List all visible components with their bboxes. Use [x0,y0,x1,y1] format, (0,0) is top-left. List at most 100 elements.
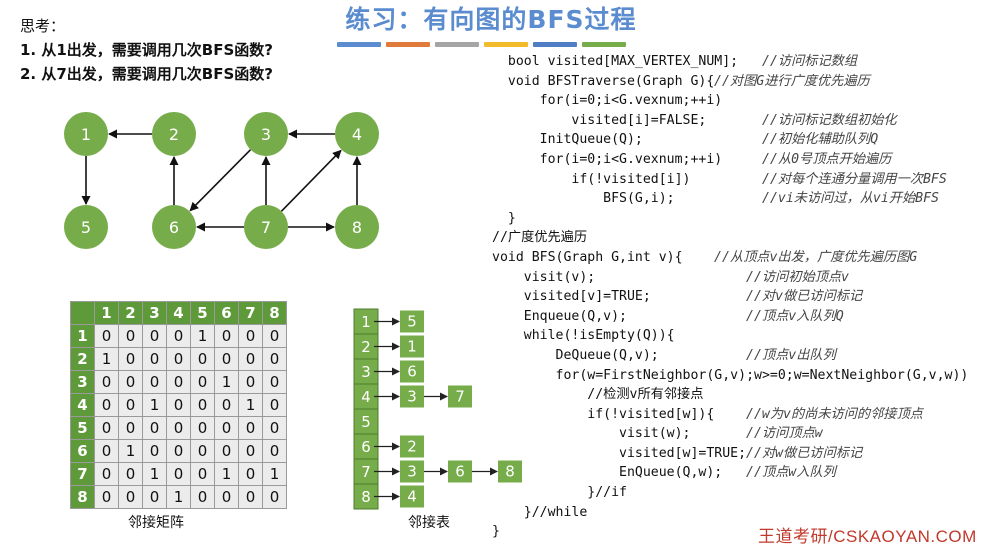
code-text: } [492,524,500,540]
neighbor-label: 7 [455,388,465,406]
adjlist-neighbor: 6 [400,360,424,383]
graph-node-5: 5 [64,205,108,249]
question-2: 2. 从7出发，需要调用几次BFS函数? [20,65,273,83]
color-bar-segment [435,42,479,47]
neighbor-box [448,385,472,408]
code-line: visited[i]=FALSE; //访问标记数组初始化 [492,111,968,131]
node-circle [244,205,288,249]
matrix-cell: 0 [214,393,239,417]
code-text: DeQueue(Q,v); [492,347,659,363]
code-text: visit(w); [492,426,691,442]
code-text: if(!visited[i]) [492,171,691,187]
matrix-cell: 0 [166,416,191,440]
adjlist-caption: 邻接表 [408,515,450,531]
color-bar-segment [337,42,381,47]
code-line: for(i=0;i<G.vexnum;++i) //从0号顶点开始遍历 [492,150,968,170]
matrix-cell: 0 [214,347,239,371]
vertex-label: 2 [361,338,371,356]
node-circle [64,205,108,249]
matrix-cell: 1 [190,324,215,348]
neighbor-box [400,435,424,458]
matrix-cell: 0 [166,439,191,463]
matrix-col-header: 5 [190,301,215,325]
code-block: bool visited[MAX_VERTEX_NUM];//访问标记数组 vo… [492,52,968,542]
matrix-cell: 0 [166,393,191,417]
code-comment: //从0号顶点开始遍历 [762,151,892,167]
matrix-cell: 0 [142,324,167,348]
matrix-cell: 1 [214,462,239,486]
code-text: visited[i]=FALSE; [492,112,707,128]
code-text: for(i=0;i<G.vexnum;++i) [492,151,723,167]
matrix-cell: 0 [238,347,263,371]
matrix-col-header: 2 [118,301,143,325]
graph-node-7: 7 [244,205,288,249]
code-text: visit(v); [492,269,596,285]
matrix-col-header: 8 [262,301,287,325]
matrix-cell: 0 [118,393,143,417]
vertex-label: 5 [361,413,371,431]
graph-node-4: 4 [335,112,379,156]
code-text: visited[w]=TRUE; [492,445,747,461]
node-label: 2 [169,125,179,144]
matrix-caption: 邻接矩阵 [128,515,184,531]
adjlist-neighbor: 3 [400,385,424,408]
code-line: if(!visited[i])//对每个连通分量调用一次BFS [492,170,968,190]
code-text: void BFS(Graph G,int v){ [492,249,683,265]
matrix-cell: 0 [94,416,119,440]
code-line: BFS(G,i);//vi未访问过，从vi开始BFS [492,189,968,209]
graph-node-6: 6 [152,205,196,249]
color-bar [337,42,626,47]
code-line: } [492,522,968,542]
code-text: //检测v所有邻接点 [492,387,704,403]
matrix-cell: 0 [118,485,143,509]
code-comment: //初始化辅助队列Q [762,132,879,148]
watermark: 王道考研/CSKAOYAN.COM [758,527,977,546]
neighbor-box [400,385,424,408]
matrix-cell: 0 [262,324,287,348]
matrix-cell: 0 [142,370,167,394]
vertex-label: 6 [361,438,371,456]
code-line: InitQueue(Q);//初始化辅助队列Q [492,130,968,150]
edge-3-6 [189,149,252,212]
code-comment: //顶点w入队列 [746,465,836,481]
matrix-cell: 0 [238,439,263,463]
page-title: 练习：有向图的BFS过程 [345,5,637,34]
matrix-cell: 0 [190,347,215,371]
matrix-cell: 0 [190,462,215,486]
vertex-box [353,408,379,435]
code-comment: //访问标记数组初始化 [762,112,897,128]
code-line: } [492,209,968,229]
code-comment: //从顶点v出发，广度优先遍历图G [714,249,918,265]
matrix-cell: 0 [94,370,119,394]
matrix-cell: 0 [238,370,263,394]
neighbor-label: 1 [407,338,417,356]
color-bar-segment [386,42,430,47]
matrix-cell: 0 [190,370,215,394]
adjlist-neighbor: 8 [498,460,522,483]
neighbor-label: 3 [407,388,417,406]
matrix-cell: 0 [262,370,287,394]
code-text: visited[v]=TRUE; [492,289,651,305]
matrix-corner [70,301,95,325]
matrix-col-header: 4 [166,301,191,325]
neighbor-box [400,360,424,383]
matrix-col-header: 3 [142,301,167,325]
neighbor-label: 2 [407,438,417,456]
node-label: 4 [352,125,362,144]
matrix-cell: 0 [190,416,215,440]
matrix-cell: 0 [118,347,143,371]
node-circle [335,205,379,249]
neighbor-box [400,460,424,483]
matrix-cell: 0 [190,393,215,417]
neighbor-box [400,335,424,358]
vertex-label: 1 [361,313,371,331]
matrix-cell: 1 [214,370,239,394]
node-circle [244,112,288,156]
